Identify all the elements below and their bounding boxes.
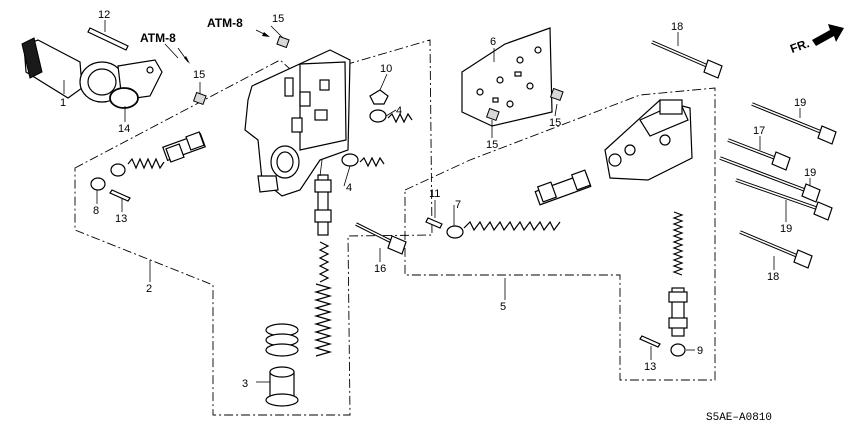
ref-atm8-left: ATM-8 [140,31,190,64]
callout-15-a: 15 [272,13,284,25]
spring-3-coil [265,323,299,357]
separator-plate-part [461,27,553,127]
vertical-valve-stack [313,174,333,357]
valve-spool-left [110,131,206,177]
pin-13-left [109,189,131,202]
callout-15-c: 15 [486,139,498,151]
front-direction-indicator: FR. [788,24,844,56]
ref-atm8-top: ATM-8 [207,16,270,37]
plug-7 [446,225,464,239]
bolt-19-middle [719,156,821,203]
callout-17: 17 [753,125,765,137]
drawing-code: S5AE–A0810 [706,412,772,424]
sleeve-4-upper [369,109,413,124]
callout-4-lower: 4 [346,182,352,194]
callout-2: 2 [146,283,152,295]
callout-5: 5 [500,301,506,313]
group-outline-right [404,87,716,381]
callout-19-top: 19 [794,97,806,109]
dowel-15-c [485,107,500,122]
callout-10: 10 [380,63,392,75]
callout-6: 6 [490,36,496,48]
bolt-16 [355,222,407,255]
callout-18-lower: 18 [767,271,779,283]
callout-7: 7 [455,199,461,211]
bolt-18-lower [739,230,813,269]
callout-16: 16 [374,263,386,275]
callout-19-lower: 19 [780,223,792,235]
dowel-pin-part [87,27,129,51]
pin-13-right [639,335,661,348]
spring-long-right [463,169,592,232]
ref-label-top: ATM-8 [207,16,243,30]
callout-15-d: 15 [549,117,561,129]
callout-8: 8 [93,205,99,217]
piston-3 [265,366,299,407]
callout-1: 1 [60,97,66,109]
ref-label-left: ATM-8 [140,31,176,45]
callout-4-upper: 4 [396,105,402,117]
dowel-15-d [549,87,564,102]
front-direction-label: FR. [788,36,811,56]
plug-9 [670,343,686,357]
plug-8 [90,177,106,191]
front-arrow-icon [812,24,844,46]
dowel-15-b [192,91,207,106]
leader-lines [63,20,811,383]
bolt-10 [369,89,389,105]
callout-3: 3 [242,378,248,390]
dowel-15-a [276,35,290,49]
callout-11: 11 [429,188,440,200]
callout-13-left: 13 [115,213,127,225]
sleeve-4-lower [341,153,385,168]
vertical-spring-right [668,211,688,337]
group-outline-left [74,39,433,416]
callout-19-middle: 19 [804,167,816,179]
clip-11 [425,217,443,229]
bolt-19-top [751,102,837,145]
callout-labels: 1 2 3 4 4 5 6 7 8 9 10 11 12 13 13 14 15… [60,9,816,390]
callout-12: 12 [98,9,110,21]
bolt-19-lower [735,178,833,221]
o-ring-part [109,87,139,109]
secondary-valve-body-part [604,99,693,181]
callout-9: 9 [697,345,703,357]
callout-13-right: 13 [644,361,656,373]
main-valve-body-part [244,49,351,197]
bolt-18-top [651,40,723,79]
callout-15-b: 15 [193,69,205,81]
stator-shaft-part [21,37,163,103]
callout-18-top: 18 [671,21,683,33]
callout-14: 14 [118,123,130,135]
bolt-17 [727,138,791,171]
